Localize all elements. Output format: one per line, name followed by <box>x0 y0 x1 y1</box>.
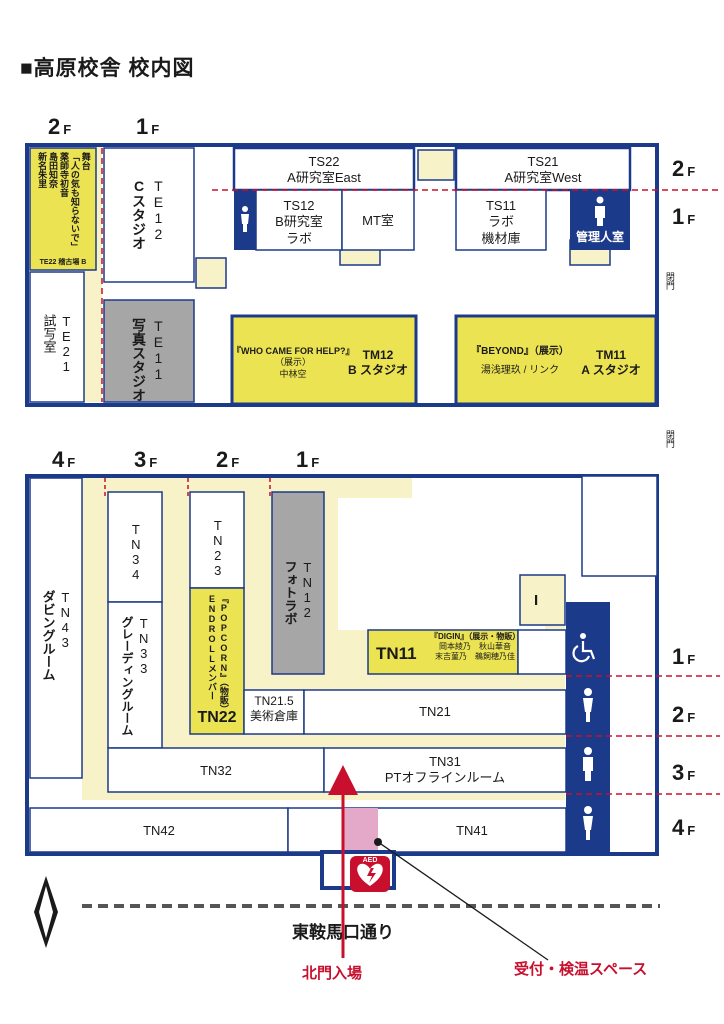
street-label: 東鞍馬口通り <box>292 923 394 942</box>
room-tn33 <box>107 601 163 749</box>
room-tn43 <box>29 477 83 779</box>
tn33-label: TN33 グレーディングルーム <box>119 616 152 736</box>
room-tn41 <box>287 807 567 853</box>
toilet-icon <box>241 196 605 840</box>
tn23-label: TN23 <box>210 518 226 578</box>
room-tn31 <box>323 747 567 793</box>
tn12-label: TN12 フォトラボ <box>282 560 315 625</box>
room-tm12 <box>230 314 418 406</box>
te22-exhibit-text: 舞台 「人の気も知らないで」 薬師寺初音 島田知奈 新名朱里 <box>37 152 91 251</box>
tn34-label: TN34 <box>128 522 144 582</box>
room-te12 <box>103 147 195 283</box>
room-mt <box>341 189 415 251</box>
tn22-label: TN22 <box>197 709 237 726</box>
elevator-mark: I <box>534 592 539 609</box>
room-tn42 <box>29 807 289 853</box>
corridor-north-inner <box>195 257 227 289</box>
room-te21 <box>29 271 85 403</box>
tn11-exhibit: 『DIGIN』（展示・物販） 岡本綾乃 秋山華音 末吉菫乃 鵜飼穂乃佳 <box>430 632 521 661</box>
tn11-label: TN11 <box>376 644 417 663</box>
tn32-label: TN32 <box>200 763 232 778</box>
tn21-label: TN21 <box>419 704 451 719</box>
te21-label: TE21 試写室 <box>41 314 74 374</box>
tn42-label: TN42 <box>143 823 175 838</box>
page-title: ■高原校舎 校内図 <box>20 57 195 80</box>
te11-label: TE11 写真スタジオ <box>131 318 167 402</box>
room-tn23 <box>189 491 245 589</box>
room-te11 <box>103 299 195 403</box>
corridor-north-mid <box>417 149 455 181</box>
wheelchair-icon <box>572 633 596 663</box>
closed-gate-label-lower: 閉門 <box>664 430 675 448</box>
kanri-label: 管理人室 <box>575 230 624 244</box>
aed-icon <box>350 856 390 892</box>
room-tn32 <box>107 747 325 793</box>
room-tn12 <box>271 491 325 675</box>
room-te22 <box>29 147 97 271</box>
reception-label: 受付・検温スペース <box>514 961 648 978</box>
tn41-label: TN41 <box>456 823 488 838</box>
tn43-label: TN43 ダビングルーム <box>40 590 73 681</box>
mt-label: MT室 <box>362 213 394 228</box>
aed-label: AED <box>362 857 378 864</box>
room-ts11 <box>455 189 547 251</box>
te12-label: TE12 Cスタジオ <box>131 178 167 250</box>
reception-leader <box>377 841 549 961</box>
closed-gate-label-upper: 閉門 <box>664 272 675 290</box>
room-tn11 <box>367 629 519 675</box>
north-arrow-icon <box>34 876 58 948</box>
tn22-exhibit: 『POPCORN』（物販） ENDROLLメンバー <box>207 594 229 714</box>
tm12-exhibit: 『WHO CAME FOR HELP?』 （展示） 中林空 <box>232 346 355 379</box>
te22-caption: TE22 稽古場 B <box>39 259 87 266</box>
tm11-exhibit: 『BEYOND』（展示） 湯浅理玖 / リンク <box>471 346 569 376</box>
corridor-south-elevator <box>519 574 566 626</box>
entrance-label: 北門入場 <box>302 965 363 982</box>
room-tn22 <box>189 587 245 735</box>
reception-zone <box>344 808 378 852</box>
room-tm11 <box>454 314 658 406</box>
room-tn215 <box>243 689 305 735</box>
room-tn34 <box>107 491 163 603</box>
toilet-column <box>566 602 610 852</box>
room-ts21 <box>454 146 632 192</box>
